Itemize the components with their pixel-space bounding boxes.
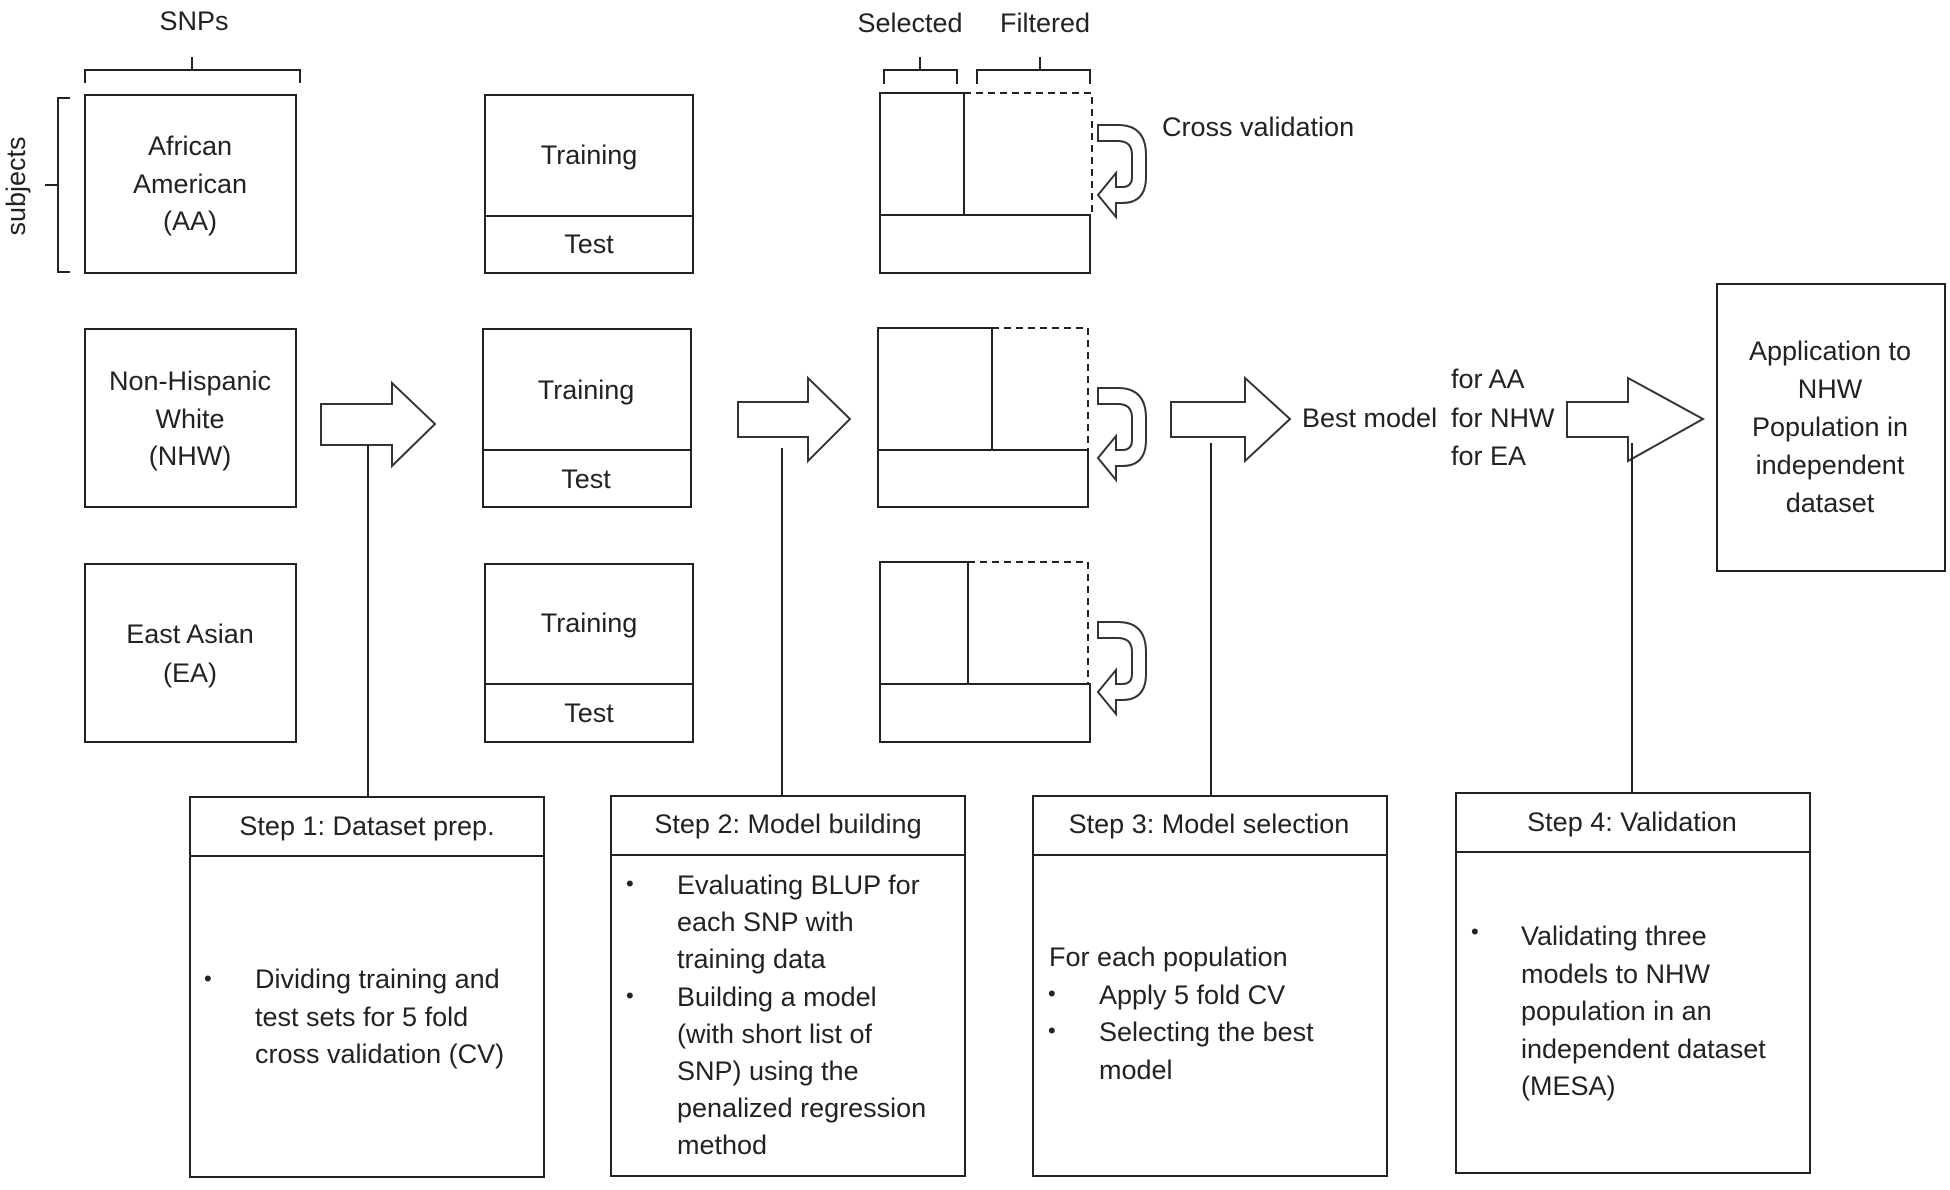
step-2-bullet-1-line-2: each SNP with [677,907,854,937]
step-3-bullet-2-line-2: model [1099,1055,1173,1085]
step-4-bullet-1-line-1: Validating three [1521,921,1707,951]
test-label: Test [564,698,614,728]
population-aa-line-3: (AA) [163,206,217,236]
selected-brace [883,57,958,84]
loop-arrow-icon [1096,621,1147,717]
split-box-aa: Training Test [484,94,694,274]
application-line-5: dataset [1786,488,1875,518]
application-box: Application to NHW Population in indepen… [1716,283,1946,572]
step-2-bullet-2-line-1: Building a model [677,982,877,1012]
cross-validation-label: Cross validation [1162,112,1354,142]
step-1-bullet-1-line-2: test sets for 5 fold [255,1002,468,1032]
step-box-3: Step 3: Model selection For each populat… [1032,795,1388,1177]
best-model-option-ea: for EA [1451,441,1526,471]
bullet-dot-icon: • [1471,919,1479,944]
step-4-bullet-1-line-3: population in an [1521,996,1712,1026]
right-arrow-icon [737,375,852,464]
population-nhw-line-1: Non-Hispanic [109,366,271,396]
population-nhw-line-2: White [155,404,224,434]
step-1-title: Step 1: Dataset prep. [239,811,494,841]
split-box-ea: Training Test [484,563,694,743]
step-2-bullet-2-line-3: SNP) using the [677,1056,859,1086]
bullet-dot-icon: • [204,966,212,991]
population-ea-line-2: (EA) [163,658,217,688]
split-box-nhw: Training Test [482,328,692,508]
step-box-1: Step 1: Dataset prep. • Dividing trainin… [189,796,545,1178]
training-label: Training [541,140,638,170]
test-label: Test [561,464,611,494]
step-2-bullet-2-line-5: method [677,1130,767,1160]
population-box-ea: East Asian (EA) [84,563,297,743]
filtered-label: Filtered [1000,8,1090,38]
application-line-1: Application to [1749,336,1911,366]
step-box-4: Step 4: Validation • Validating three mo… [1455,792,1811,1174]
bullet-dot-icon: • [1048,1018,1056,1043]
subjects-label: subjects [1,136,31,235]
right-arrow-icon [1566,376,1706,463]
partition-box-ea [879,561,1091,743]
step-2-bullet-1-line-1: Evaluating BLUP for [677,870,920,900]
training-label: Training [541,608,638,638]
population-box-nhw: Non-Hispanic White (NHW) [84,328,297,508]
bullet-dot-icon: • [626,983,634,1008]
partition-box-nhw [877,327,1089,508]
step-3-title: Step 3: Model selection [1069,809,1350,839]
population-nhw-line-3: (NHW) [149,441,231,471]
best-model-option-aa: for AA [1451,364,1525,394]
step-2-bullet-2-line-2: (with short list of [677,1019,873,1049]
population-aa-line-1: African [148,131,232,161]
right-arrow-icon [1170,375,1292,464]
best-model-block: Best model for AA for NHW for EA [1302,364,1555,471]
step-3-bullet-1-line-1: Apply 5 fold CV [1099,980,1285,1010]
step-3-bullet-2-line-1: Selecting the best [1099,1017,1314,1047]
training-label: Training [538,375,635,405]
subjects-brace [45,97,70,273]
step-2-bullet-2-line-4: penalized regression [677,1093,926,1123]
step-box-2: Step 2: Model building • Evaluating BLUP… [610,795,966,1177]
loop-arrow-icon [1096,387,1147,483]
population-ea-line-1: East Asian [126,619,254,649]
step-3-intro: For each population [1049,942,1288,972]
bullet-dot-icon: • [1048,981,1056,1006]
loop-arrow-icon [1096,124,1147,220]
step-2-bullet-1-line-3: training data [677,944,827,974]
application-line-3: Population in [1752,412,1908,442]
snps-label: SNPs [159,6,228,36]
snps-brace [84,57,301,83]
step-1-bullet-1-line-1: Dividing training and [255,964,500,994]
bullet-dot-icon: • [626,871,634,896]
best-model-label: Best model [1302,403,1437,433]
application-line-4: independent [1756,450,1905,480]
filtered-brace [976,57,1091,84]
right-arrow-icon [320,380,437,469]
step-4-bullet-1-line-5: (MESA) [1521,1071,1616,1101]
step-2-title: Step 2: Model building [654,809,921,839]
application-line-2: NHW [1798,374,1863,404]
best-model-option-nhw: for NHW [1451,403,1555,433]
step-4-title: Step 4: Validation [1527,807,1737,837]
step-4-bullet-1-line-2: models to NHW [1521,959,1711,989]
population-box-aa: African American (AA) [84,94,297,274]
step-1-bullet-1-line-3: cross validation (CV) [255,1039,504,1069]
test-label: Test [564,229,614,259]
selected-label: Selected [857,8,962,38]
partition-box-aa [879,92,1093,274]
step-4-bullet-1-line-4: independent dataset [1521,1034,1766,1064]
population-aa-line-2: American [133,169,247,199]
